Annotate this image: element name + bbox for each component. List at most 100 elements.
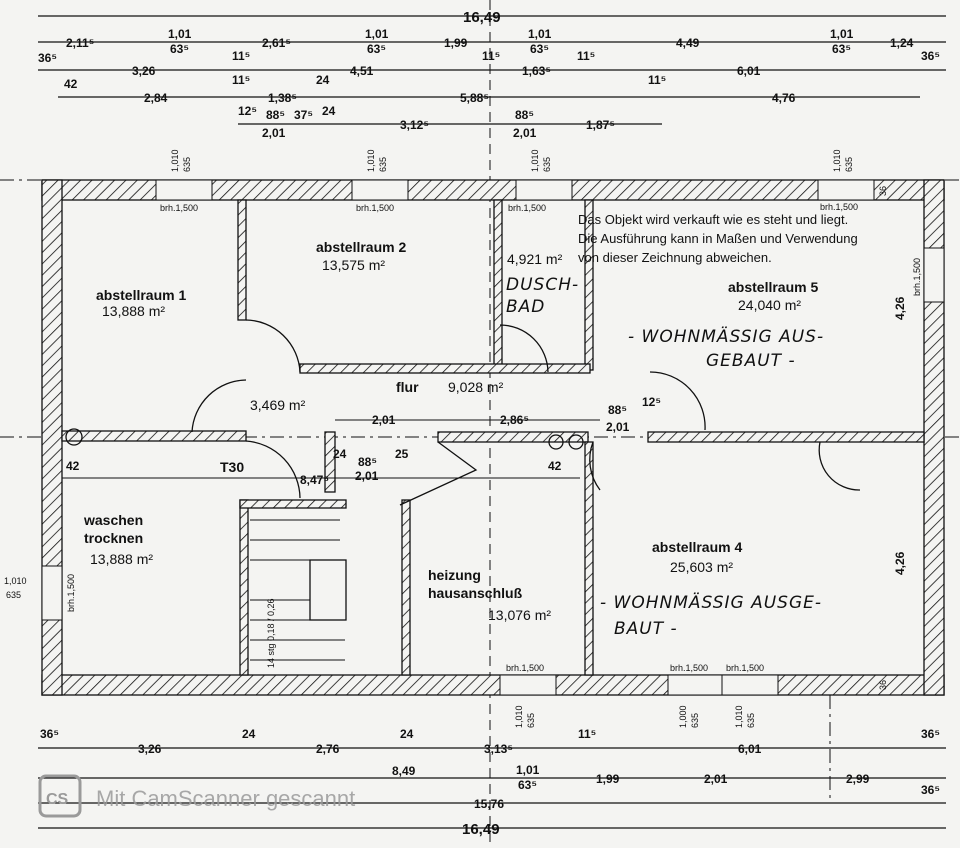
dim: 2,61⁵ (262, 36, 291, 50)
room-name: heizung (428, 567, 481, 583)
window-label: brh.1,500 (912, 258, 922, 296)
handwritten-text: DUSCH- (506, 275, 579, 295)
room-area: 9,028 m² (448, 379, 504, 395)
dim: 2,76 (316, 742, 340, 756)
dim: 88⁵ (608, 403, 627, 417)
dim: 4,76 (772, 91, 796, 105)
dim: 5,88⁵ (460, 91, 489, 105)
dim: 1,01 (528, 27, 552, 41)
dim: 11⁵ (578, 727, 596, 741)
dim: 1,99 (596, 772, 620, 786)
room-name: flur (396, 379, 419, 395)
camscanner-logo-text: CS (46, 791, 69, 808)
room-area: 13,888 m² (90, 551, 153, 567)
dim: 42 (64, 77, 78, 91)
dim: 36 (878, 680, 888, 690)
room-name: abstellraum 1 (96, 287, 186, 303)
room-name: abstellraum 5 (728, 279, 818, 295)
dim: 88⁵ (266, 108, 285, 122)
watermark-text: Mit CamScanner gescannt (96, 786, 355, 811)
window-mark: 1,010 (734, 705, 744, 728)
dim: 11⁵ (232, 49, 250, 63)
room-name: abstellraum 2 (316, 239, 406, 255)
window-mark: 635 (690, 713, 700, 728)
dim: 2,86⁵ (500, 413, 529, 427)
window-mark: 635 (378, 157, 388, 172)
window-mark: 635 (182, 157, 192, 172)
dim: 37⁵ (294, 108, 313, 122)
room-area: 4,921 m² (507, 251, 563, 267)
note-line: von dieser Zeichnung abweichen. (578, 250, 772, 265)
dim: 3,26 (132, 64, 156, 78)
dim: 11⁵ (482, 49, 500, 63)
room-name: hausanschluß (428, 585, 523, 601)
dim: 1,63⁵ (522, 64, 551, 78)
window-label: brh.1,500 (820, 202, 858, 212)
dim: 8,49 (392, 764, 416, 778)
room-name: waschen (83, 512, 143, 528)
dim: 8,47⁵ (300, 473, 329, 487)
window-mark: 1,010 (530, 149, 540, 172)
dim: 1,38⁵ (268, 91, 297, 105)
dim: 2,99 (846, 772, 870, 786)
room-area: 25,603 m² (670, 559, 733, 575)
dim: 11⁵ (577, 49, 595, 63)
dim: 4,49 (676, 36, 700, 50)
dim: 63⁵ (518, 778, 537, 792)
dim: 1,01 (365, 27, 389, 41)
window-label: brh.1,500 (356, 203, 394, 213)
dim: 12⁵ (238, 104, 257, 118)
room-area: 24,040 m² (738, 297, 801, 313)
dim: 4,51 (350, 64, 374, 78)
dim: 3,12⁵ (400, 118, 429, 132)
camscanner-logo-icon (38, 774, 82, 818)
dim: 63⁵ (367, 42, 386, 56)
dim: 88⁵ (515, 108, 534, 122)
dim: 1,99 (444, 36, 468, 50)
dim: 36⁵ (38, 51, 57, 65)
dim: 2,01 (372, 413, 396, 427)
window-label: brh.1,500 (670, 663, 708, 673)
dim: 6,01 (738, 742, 762, 756)
stairs-label: 14 stg 0,18 / 0,26 (266, 598, 276, 668)
dim: 36⁵ (921, 49, 940, 63)
stairs: 14 stg 0,18 / 0,26 (250, 519, 347, 668)
dim: 11⁵ (648, 73, 666, 87)
dim: 1,01 (516, 763, 540, 777)
dim: 36⁵ (921, 783, 940, 797)
dim: 2,84 (144, 91, 168, 105)
dim-total-top: 16,49 (463, 9, 501, 26)
dim: 2,01 (513, 126, 537, 140)
dim: 6,01 (737, 64, 761, 78)
dim: 4,26 (893, 296, 907, 320)
dim: 63⁵ (530, 42, 549, 56)
window-mark: 1,010 (514, 705, 524, 728)
room-name: abstellraum 4 (652, 539, 742, 555)
dim: 42 (66, 459, 80, 473)
window-mark: 1,010 (366, 149, 376, 172)
dim: 63⁵ (170, 42, 189, 56)
dim: 24 (242, 727, 256, 741)
dim-total-bottom: 16,49 (462, 821, 500, 838)
interior-dimensions: 2,01 2,86⁵ 88⁵ 12⁵ 2,01 24 88⁵ 25 2,01 8… (62, 186, 907, 690)
room-area: 13,076 m² (488, 607, 551, 623)
dim: 24 (333, 447, 347, 461)
note-line: Die Ausführung kann in Maßen und Verwend… (578, 231, 858, 246)
room-area: 3,469 m² (250, 397, 306, 413)
dim: 2,11⁵ (66, 36, 94, 50)
dim: 3,26 (138, 742, 162, 756)
window-label: brh.1,500 (506, 663, 544, 673)
rooms: abstellraum 1 13,888 m² abstellraum 2 13… (83, 239, 818, 623)
dim: 2,01 (606, 420, 630, 434)
dim: 2,01 (355, 469, 379, 483)
window-mark: 1,010 (832, 149, 842, 172)
camscanner-watermark: CS Mit CamScanner gescannt (38, 774, 355, 818)
windows: brh.1,500 brh.1,500 brh.1,500 brh.1,500 … (4, 149, 945, 728)
handwritten-text: - WOHNMÄSSIG AUSGE- (600, 592, 822, 613)
dim: 88⁵ (358, 455, 377, 469)
door-label-t30: T30 (220, 459, 244, 475)
dim: 36⁵ (40, 727, 59, 741)
dim: 36⁵ (921, 727, 940, 741)
window-label: brh.1,500 (160, 203, 198, 213)
